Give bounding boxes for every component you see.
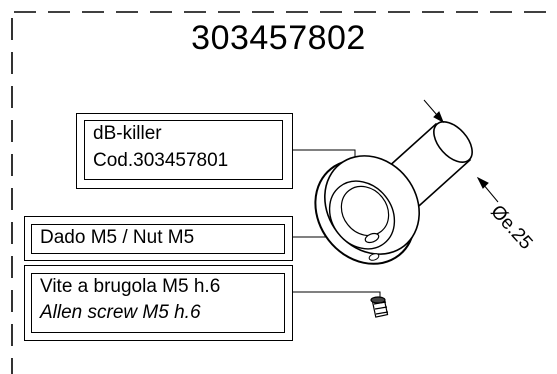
label-db-killer-name: dB-killer <box>93 123 162 145</box>
allen-screw-part <box>370 296 389 318</box>
diameter-text: Øe.25 <box>486 201 536 254</box>
label-db-killer-code: Cod.303457801 <box>93 150 229 172</box>
label-screw-italian: Vite a brugola M5 h.6 <box>40 276 221 298</box>
sheet-frame <box>11 11 557 374</box>
label-screw-english: Allen screw M5 h.6 <box>40 302 201 324</box>
drawing-number: 303457802 <box>191 19 366 57</box>
label-nut-text: Dado M5 / Nut M5 <box>40 227 195 249</box>
db-killer-part <box>314 121 473 265</box>
